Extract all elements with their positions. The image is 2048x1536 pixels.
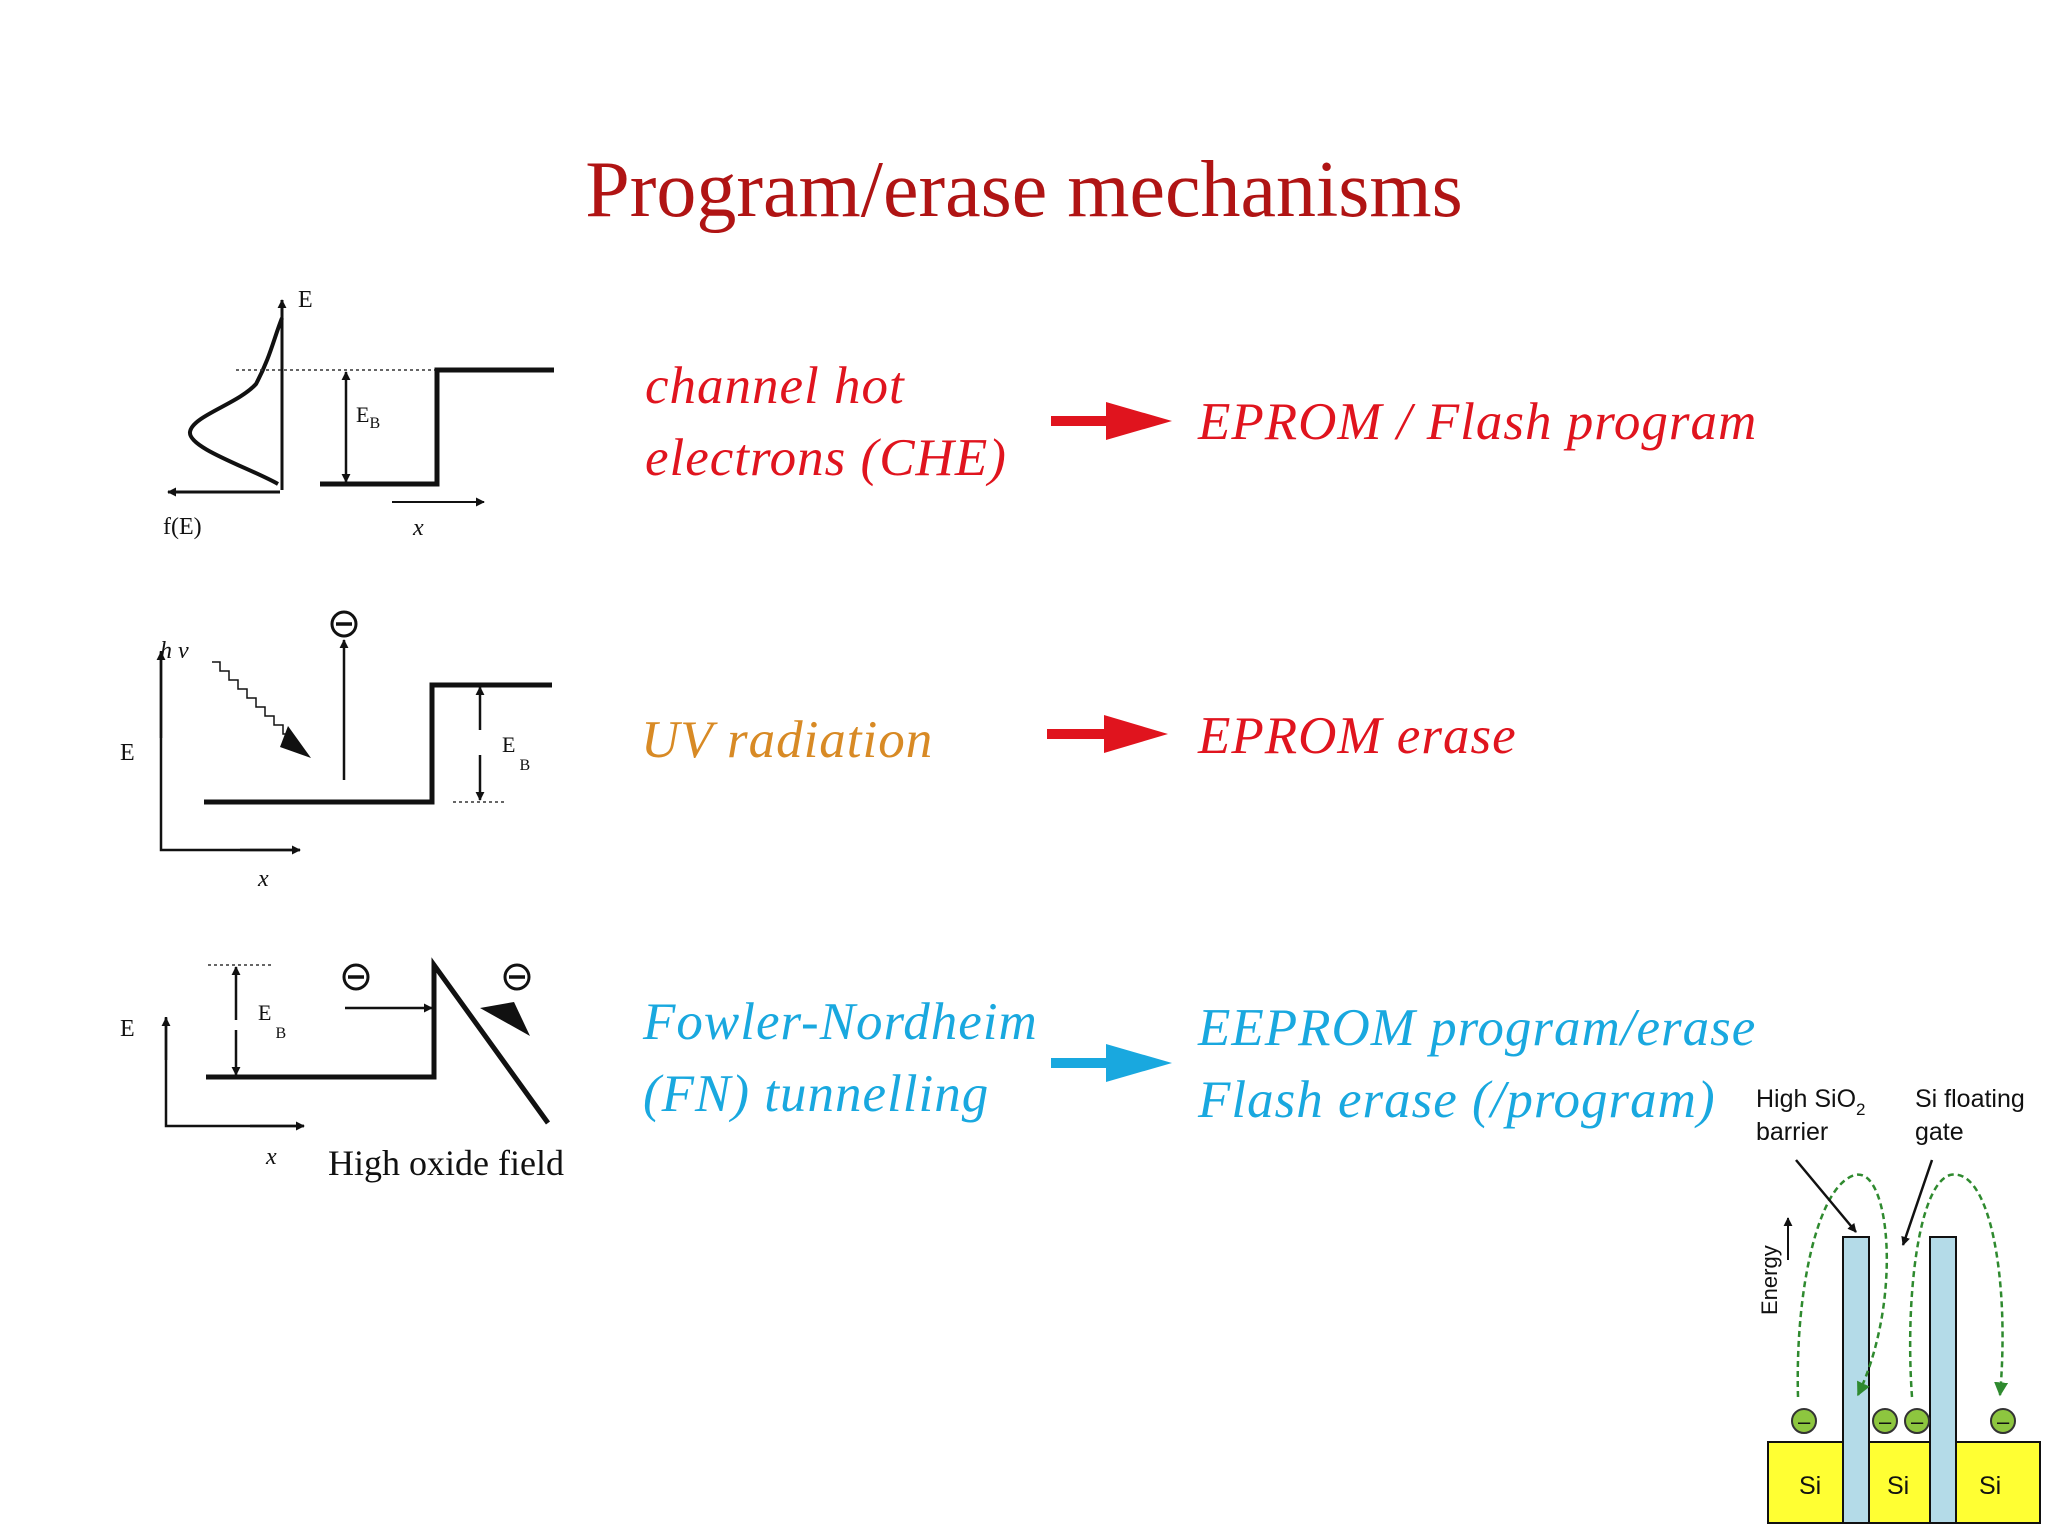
tilted-barrier <box>206 957 551 1125</box>
e-axis-label: E <box>298 287 313 313</box>
tunnelling-inset: High SiO2 barrier Si floating gate Energ… <box>1756 1085 2041 1524</box>
x-label: x <box>265 1144 277 1170</box>
fn-result-label: EEPROM program/erase Flash erase (/progr… <box>1198 992 1756 1136</box>
svg-text:–: – <box>1798 1409 1811 1434</box>
photon-arrowhead <box>280 726 311 758</box>
si-blocks: Si Si Si <box>1767 1441 2041 1524</box>
uv-mechanism-label: UV radiation <box>641 704 933 776</box>
uv-line-1: UV radiation <box>641 711 934 769</box>
energy-axis-label: Energy <box>1757 1245 1782 1315</box>
fn-line-2: (FN) tunnelling <box>643 1065 990 1123</box>
distribution-curve <box>188 317 284 486</box>
floating-gate-label: Si floating <box>1915 1085 2025 1113</box>
svg-text:–: – <box>1879 1409 1892 1434</box>
axes <box>159 651 300 852</box>
escape-arrowhead <box>480 1002 530 1036</box>
fn-arrow <box>1051 1044 1172 1082</box>
x-label: x <box>412 515 424 541</box>
x-label: x <box>257 866 269 892</box>
electron-icon: – <box>1904 1408 1930 1434</box>
eb-label: EB <box>502 732 530 774</box>
slide-title: Program/erase mechanisms <box>585 146 1463 234</box>
si-label-left: Si <box>1799 1472 1821 1500</box>
si-block <box>1767 1441 2041 1524</box>
che-line-2: electrons (CHE) <box>645 429 1007 487</box>
energy-barrier-step <box>204 682 552 805</box>
eb-label: EB <box>258 1000 286 1042</box>
eb-label: EB <box>356 402 380 432</box>
fn-band-diagram: E EB x High oxide field <box>120 957 564 1183</box>
che-result-line-1: EPROM / Flash program <box>1198 393 1758 451</box>
che-mechanism-label: channel hot electrons (CHE) <box>645 350 1007 494</box>
uv-result-line-1: EPROM erase <box>1198 707 1517 765</box>
tunnel-path-left <box>1796 1173 1888 1398</box>
che-band-diagram: E EB f(E) x <box>163 287 554 541</box>
fn-result-line-2: Flash erase (/program) <box>1198 1071 1716 1129</box>
si-label-right: Si <box>1979 1472 2001 1500</box>
che-line-1: channel hot <box>645 357 905 415</box>
barrier-label-line2: barrier <box>1756 1118 1828 1146</box>
electron-icon: – <box>1872 1408 1898 1434</box>
electron-icon: – <box>1990 1408 2016 1434</box>
che-arrow <box>1051 402 1172 440</box>
photon-wave <box>212 661 292 735</box>
electron-dots: – – – – <box>1791 1408 2016 1434</box>
hv-label: h ν <box>160 638 189 664</box>
electron-icon <box>330 610 358 638</box>
barrier-pointer <box>1795 1159 1857 1233</box>
uv-result-label: EPROM erase <box>1198 700 1517 772</box>
tunnel-path-right <box>1908 1173 2009 1398</box>
fn-mechanism-label: Fowler-Nordheim (FN) tunnelling <box>643 986 1038 1130</box>
fe-label: f(E) <box>163 514 202 540</box>
e-axis-label: E <box>120 1016 135 1042</box>
electron-icon-escaped <box>503 963 531 991</box>
electron-icon <box>342 963 370 991</box>
barrier-label: High SiO2 <box>1756 1085 1866 1119</box>
sio2-barrier-right <box>1929 1236 1957 1524</box>
che-result-label: EPROM / Flash program <box>1198 386 1757 458</box>
fn-line-1: Fowler-Nordheim <box>643 993 1038 1051</box>
svg-text:–: – <box>1911 1409 1924 1434</box>
si-label-middle: Si <box>1887 1472 1909 1500</box>
floating-gate-label-line2: gate <box>1915 1118 1964 1146</box>
svg-text:–: – <box>1997 1409 2010 1434</box>
high-oxide-field-caption: High oxide field <box>328 1143 564 1183</box>
electron-icon: – <box>1791 1408 1817 1434</box>
sio2-barrier-left <box>1842 1236 1870 1524</box>
uv-band-diagram: h ν E EB x <box>120 610 552 892</box>
gate-pointer <box>1901 1159 1934 1246</box>
energy-barrier-step <box>320 367 554 487</box>
uv-arrow <box>1047 715 1168 753</box>
e-axis-label: E <box>120 740 135 766</box>
fn-result-line-1: EEPROM program/erase <box>1198 999 1757 1057</box>
